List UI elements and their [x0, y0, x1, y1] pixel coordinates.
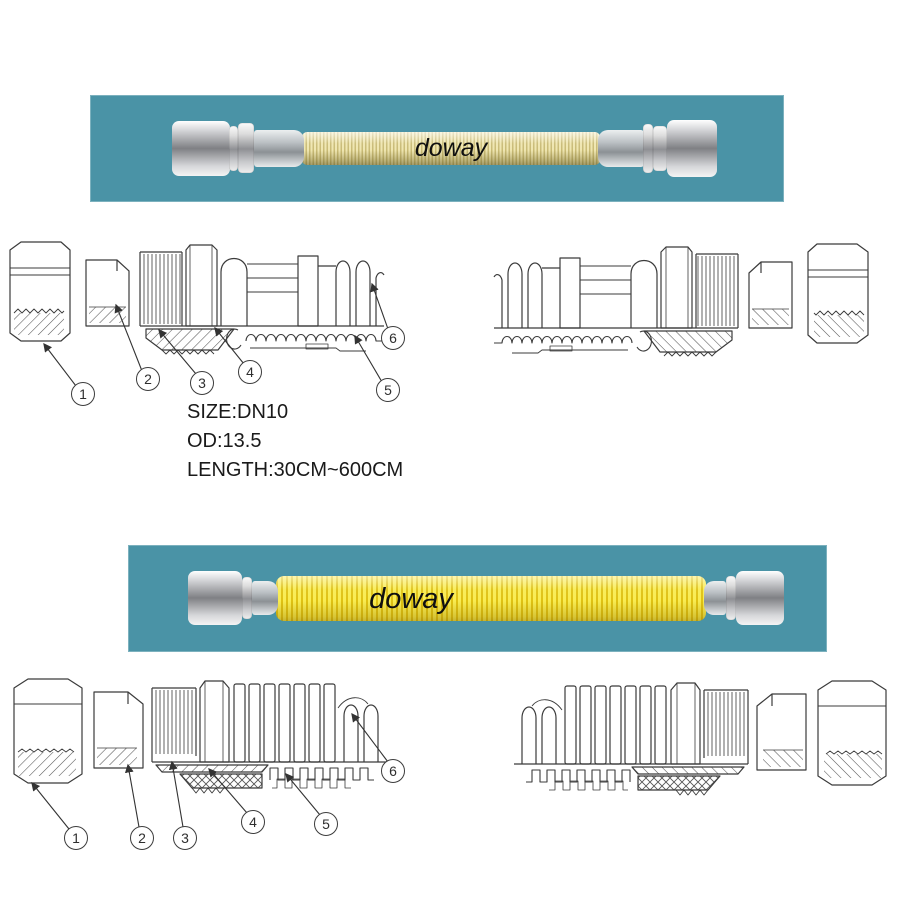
spec-size-text: SIZE:DN10 [187, 401, 289, 423]
diagram-top-right [493, 243, 869, 357]
hose-ring-left [229, 126, 238, 171]
hose-ring-right [643, 124, 653, 173]
hose-sleeve-left-2 [252, 581, 278, 615]
callout-bottom-1: 1 [64, 826, 88, 850]
callout-top-2: 2 [136, 367, 160, 391]
callout-bottom-6: 6 [381, 759, 405, 783]
hose-sleeve-right-2 [704, 581, 726, 615]
callout-top-5: 5 [376, 378, 400, 402]
callout-top-1: 1 [71, 382, 95, 406]
callout-bottom-3: 3 [173, 826, 197, 850]
hose-hex-right [653, 126, 667, 171]
brand-text-bottom: doway [369, 583, 453, 615]
hose-nut-right-2 [736, 571, 784, 625]
spec-length-text: LENGTH:30CM~600CM [187, 459, 404, 481]
callout-bottom-4: 4 [241, 810, 265, 834]
bottom-product-banner: doway [128, 545, 827, 652]
diagram-bottom-right [513, 680, 887, 796]
hose-nut-left [172, 121, 230, 176]
callout-top-6: 6 [381, 326, 405, 350]
callout-top-4: 4 [238, 360, 262, 384]
hose-ring-right-2 [726, 576, 736, 620]
hose-sleeve-left [254, 130, 304, 167]
diagram-top-left [9, 241, 385, 355]
hose-hex-left [238, 123, 254, 173]
diagram-bottom-left [13, 678, 387, 794]
hose-ring-left-2 [242, 577, 252, 619]
callout-bottom-5: 5 [314, 812, 338, 836]
callout-bottom-2: 2 [130, 826, 154, 850]
hose-sleeve-right [598, 130, 644, 167]
hose-corrugated-yellow [276, 576, 706, 621]
top-product-banner: doway [90, 95, 784, 202]
hose-nut-left-2 [188, 571, 242, 625]
spec-od-text: OD:13.5 [187, 430, 262, 452]
spec-block: SIZE:DN10 OD:13.5 LENGTH:30CM~600CM [187, 398, 403, 485]
callout-top-3: 3 [190, 371, 214, 395]
brand-text-top: doway [414, 134, 488, 162]
hose-corrugated-gold [302, 132, 600, 165]
hose-nut-right [667, 120, 717, 177]
